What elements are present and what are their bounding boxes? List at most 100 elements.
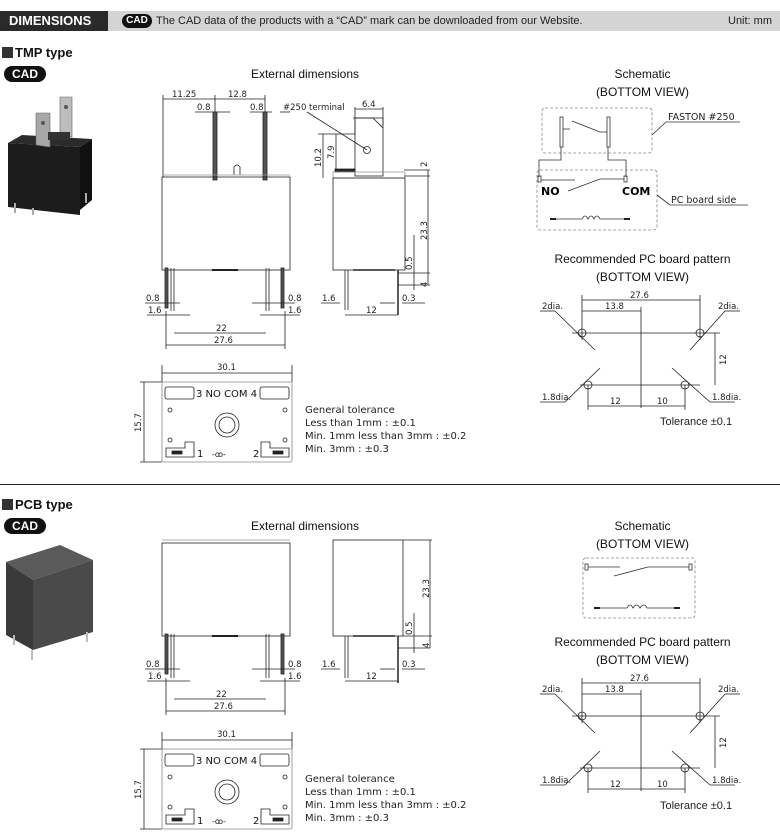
external-dimensions-title: External dimensions <box>250 519 360 533</box>
dim-label: 0.8 <box>146 660 160 670</box>
pin-2-label: 2 <box>253 816 259 827</box>
dim-label: 12.8 <box>228 90 247 100</box>
pcb-pattern-subtitle: (BOTTOM VIEW) <box>595 270 690 284</box>
schematic-subtitle: (BOTTOM VIEW) <box>595 537 690 551</box>
tolerance-title: General tolerance <box>305 774 395 785</box>
dim-label: 4 <box>422 643 432 648</box>
tolerance-line: Less than 1mm : ±0.1 <box>305 418 416 429</box>
dim-label: 0.8 <box>288 660 302 670</box>
section-title-text: TMP type <box>15 45 73 60</box>
tolerance-line: Min. 1mm less than 3mm : ±0.2 <box>305 800 467 811</box>
dim-label: 22 <box>216 690 227 700</box>
dim-label: 0.8 <box>146 294 160 304</box>
dim-label: 0.3 <box>402 660 416 670</box>
pcb-pattern-title: Recommended PC board pattern (BOTTOM VIE… <box>530 633 755 669</box>
dim-label: 10 <box>657 780 668 790</box>
hole-label: 1.8dia. <box>542 393 571 403</box>
pc-board-side-label: PC board side <box>671 195 736 206</box>
pcb-bottom-view: 3 NO COM 4 1 -ꝏ- 2 30.1 15.7 <box>134 730 293 830</box>
external-dimensions-title: External dimensions <box>250 67 360 81</box>
general-tolerance: General tolerance Less than 1mm : ±0.1 M… <box>305 404 466 456</box>
pcb-pcb-pattern-drawing: 27.6 13.8 12 12 10 2dia. 2dia. 1.8dia. 1… <box>540 674 741 793</box>
header-bar <box>0 11 780 31</box>
com-label: COM <box>622 185 650 198</box>
bottom-pin-labels: 3 NO COM 4 <box>196 389 257 400</box>
faston-label: FASTON #250 <box>668 112 735 123</box>
schematic-title: Schematic (BOTTOM VIEW) <box>560 65 725 101</box>
cad-note: The CAD data of the products with a “CAD… <box>156 15 583 27</box>
general-tolerance: General tolerance Less than 1mm : ±0.1 M… <box>305 773 466 825</box>
bullet-square-icon <box>2 499 13 510</box>
section-divider <box>0 484 780 485</box>
tolerance-line: Min. 3mm : ±0.3 <box>305 444 389 455</box>
dim-label: 1.6 <box>288 672 302 682</box>
pcb-pattern-heading: Recommended PC board pattern <box>554 635 731 649</box>
dim-label: 1.6 <box>148 306 162 316</box>
schematic-title: Schematic (BOTTOM VIEW) <box>560 517 725 553</box>
pin-1-label: 1 <box>197 449 203 460</box>
tolerance-title: General tolerance <box>305 405 395 416</box>
pcb-pattern-title: Recommended PC board pattern (BOTTOM VIE… <box>530 250 755 286</box>
dim-label: 11.25 <box>172 90 196 100</box>
bullet-square-icon <box>2 47 13 58</box>
dim-label: 23.3 <box>422 579 432 598</box>
dim-label: 0.5 <box>405 621 415 635</box>
tmp-bottom-view: 3 NO COM 4 1 -ꝏ- 2 30.1 15.7 <box>134 363 293 463</box>
hole-label: 2dia. <box>542 302 563 312</box>
terminal-label: #250 terminal <box>283 103 345 113</box>
dim-label: 1.6 <box>148 672 162 682</box>
dim-label: 1.6 <box>322 660 336 670</box>
dim-label: 1.6 <box>322 294 336 304</box>
unit-label: Unit: mm <box>728 15 772 27</box>
pin-2-label: 2 <box>253 449 259 460</box>
cad-badge-pcb[interactable]: CAD <box>4 518 46 534</box>
dim-label: 30.1 <box>217 363 236 373</box>
cad-badge-tmp[interactable]: CAD <box>4 66 46 82</box>
dim-label: 10.2 <box>314 148 324 167</box>
bottom-pin-labels: 3 NO COM 4 <box>196 756 257 767</box>
relay-pcb-photo <box>6 545 93 660</box>
section-tag: DIMENSIONS <box>0 11 108 31</box>
dim-label: 27.6 <box>630 291 649 301</box>
cad-badge: CAD <box>122 14 152 28</box>
section-title-tmp: TMP type <box>2 45 73 61</box>
pcb-pattern-heading: Recommended PC board pattern <box>554 252 731 266</box>
hole-label: 1.8dia. <box>712 776 741 786</box>
dim-label: 0.5 <box>405 256 415 270</box>
dim-label: 12 <box>366 306 377 316</box>
dim-label: 12 <box>366 672 377 682</box>
tolerance-line: Min. 3mm : ±0.3 <box>305 813 389 824</box>
schematic-heading: Schematic <box>614 519 671 533</box>
dim-label: 23.3 <box>420 221 430 240</box>
dim-label: 27.6 <box>214 702 233 712</box>
pcb-schematic-drawing <box>582 557 696 619</box>
dim-label: 27.6 <box>214 336 233 346</box>
schematic-subtitle: (BOTTOM VIEW) <box>595 85 690 99</box>
dim-label: 30.1 <box>217 730 236 740</box>
hole-label: 2dia. <box>718 685 739 695</box>
hole-label: 2dia. <box>542 685 563 695</box>
tolerance-line: Min. 1mm less than 3mm : ±0.2 <box>305 431 467 442</box>
relay-tmp-photo <box>8 96 92 215</box>
pcb-external-drawing: 23.3 0.5 4 0.8 1.6 0.8 1.6 22 27.6 1.6 1… <box>145 539 432 715</box>
pcb-tolerance: Tolerance ±0.1 <box>660 800 733 812</box>
dim-label: 13.8 <box>605 302 624 312</box>
dim-label: 22 <box>216 324 227 334</box>
dim-label: 4 <box>420 282 430 287</box>
hole-label: 1.8dia. <box>542 776 571 786</box>
dim-label: 0.8 <box>250 103 264 113</box>
no-label: NO <box>541 185 560 198</box>
dim-label: 0.8 <box>197 103 211 113</box>
dim-label: 6.4 <box>362 100 376 110</box>
dim-label: 0.3 <box>402 294 416 304</box>
dim-label: 12 <box>610 780 621 790</box>
coil-symbol: -ꝏ- <box>212 450 226 459</box>
hole-label: 2dia. <box>718 302 739 312</box>
hole-label: 1.8dia. <box>712 393 741 403</box>
dim-label: 15.7 <box>134 780 144 799</box>
pcb-tolerance: Tolerance ±0.1 <box>660 416 733 428</box>
dim-label: 15.7 <box>134 413 144 432</box>
dim-label: 10 <box>657 397 668 407</box>
pin-1-label: 1 <box>197 816 203 827</box>
dim-label: 1.6 <box>288 306 302 316</box>
